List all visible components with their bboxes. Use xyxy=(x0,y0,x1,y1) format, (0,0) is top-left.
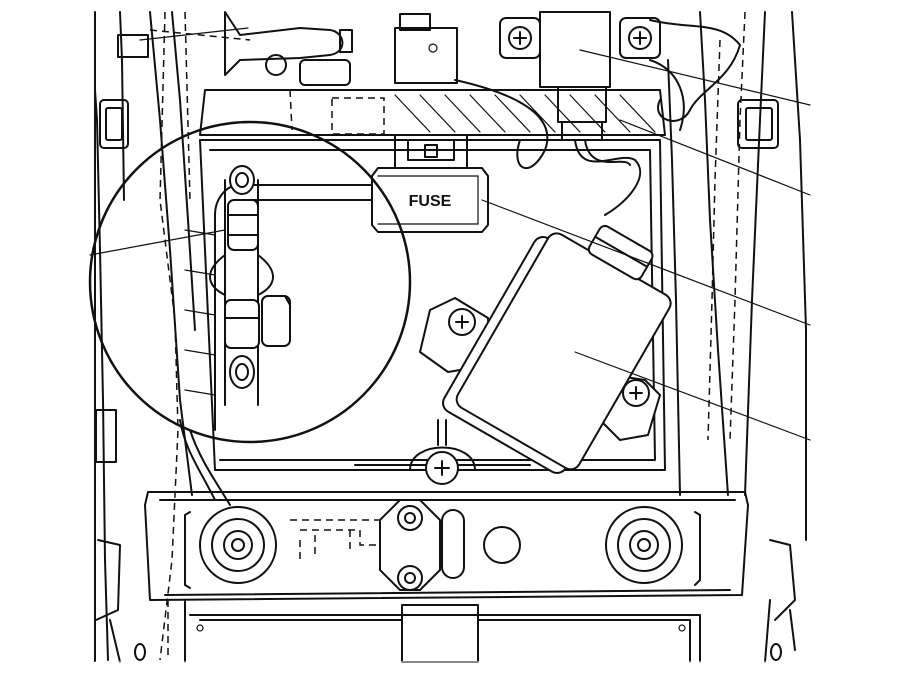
fuse-housing: FUSE xyxy=(371,167,489,233)
center-pivot xyxy=(354,419,531,485)
bottom-components xyxy=(109,599,796,663)
callout-leaders xyxy=(89,27,811,441)
bottom-crossbar xyxy=(144,491,749,601)
hidden-outlines xyxy=(149,11,746,661)
crop-borders xyxy=(94,12,810,663)
detail-circle xyxy=(88,120,412,444)
top-components xyxy=(117,11,741,141)
fuse-label: FUSE xyxy=(409,193,452,210)
control-module xyxy=(419,224,672,474)
